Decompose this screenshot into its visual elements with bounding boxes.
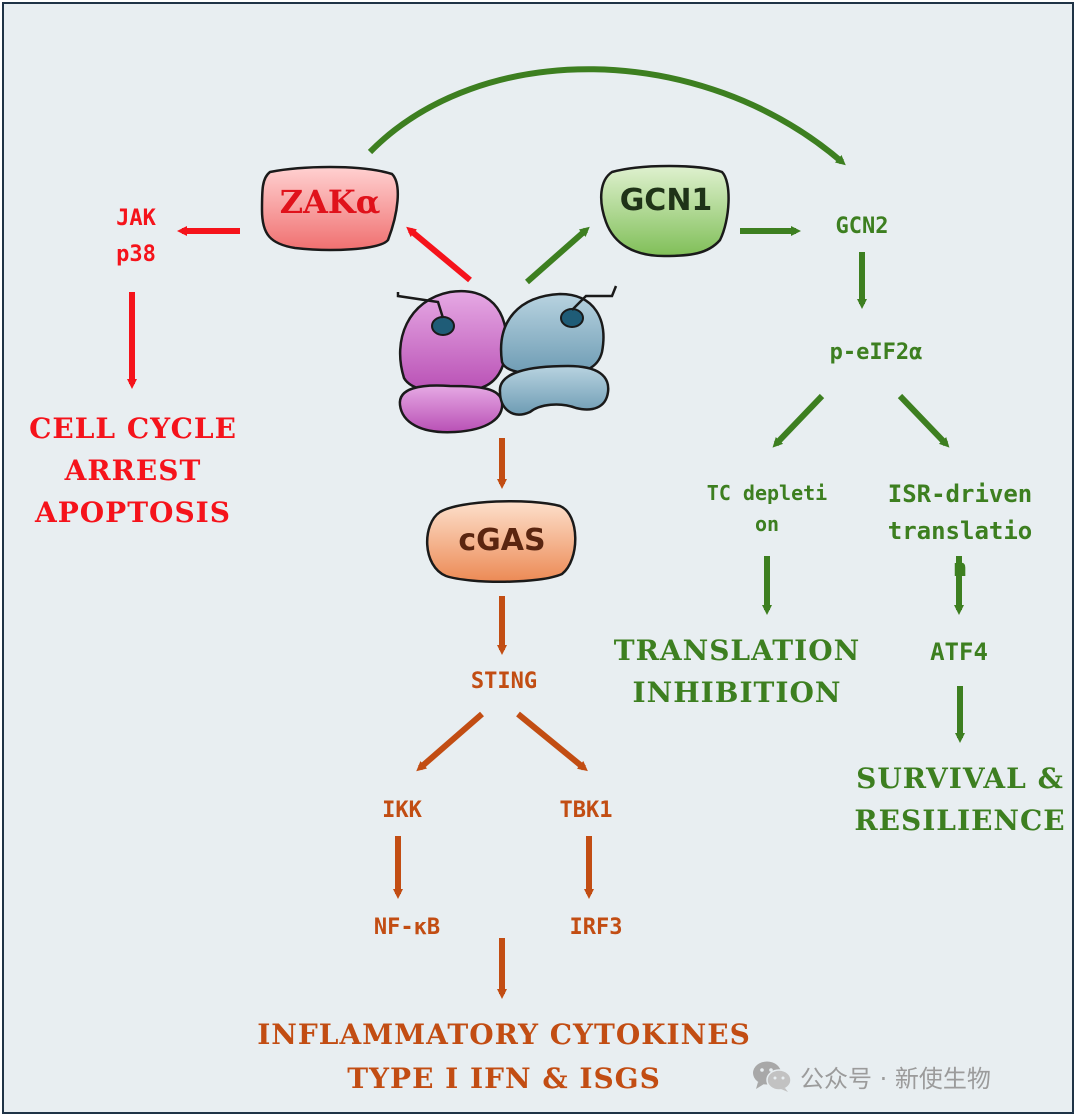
irf3-label: IRF3 (569, 915, 623, 940)
cgas-label: cGAS (458, 523, 546, 558)
cell-cycle-outcome-2: ARREST (64, 454, 202, 487)
p38-label: p38 (116, 242, 156, 267)
cgas-node (426, 499, 577, 584)
inflammatory-outcome-2: TYPE I IFN & ISGS (347, 1062, 661, 1095)
gcn2-label: GCN2 (835, 214, 889, 239)
watermark-text: 公众号 · 新使生物 (800, 1064, 991, 1093)
translation-inhibition-outcome-2: INHIBITION (632, 676, 842, 709)
survival-outcome-1: SURVIVAL & (856, 762, 1064, 795)
green-arrows (367, 66, 965, 743)
isr-driven-translation-label: ISR-driven translation (887, 480, 1033, 582)
wechat-icon (753, 1061, 792, 1092)
ribosome-right (498, 285, 618, 416)
nfkb-label: NF-κB (373, 915, 441, 940)
cell-cycle-outcome-1: CELL CYCLE (29, 412, 237, 445)
tbk1-label: TBK1 (559, 798, 613, 823)
gcn1-label: GCN1 (619, 183, 713, 218)
inflammatory-outcome-1: INFLAMMATORY CYTOKINES (257, 1018, 751, 1051)
translation-inhibition-outcome-1: TRANSLATION (613, 634, 861, 667)
jak-label: JAK (116, 206, 156, 231)
ikk-label: IKK (382, 798, 422, 823)
orange-arrows (393, 438, 594, 999)
sting-label: STING (470, 669, 538, 694)
peif2a-label: p-eIF2α (829, 340, 923, 365)
ribosome-left (396, 289, 508, 434)
survival-outcome-2: RESILIENCE (854, 804, 1066, 837)
cell-cycle-outcome-3: APOPTOSIS (35, 496, 231, 529)
zak-label: ZAKα (279, 183, 381, 221)
red-arrows (127, 226, 472, 389)
zak-node (260, 165, 399, 252)
atf4-label: ATF4 (930, 638, 988, 666)
tc-depletion-label: TC depletion (706, 481, 828, 536)
watermark: 公众号 · 新使生物 (752, 1058, 991, 1094)
gcn1-node (599, 164, 730, 258)
